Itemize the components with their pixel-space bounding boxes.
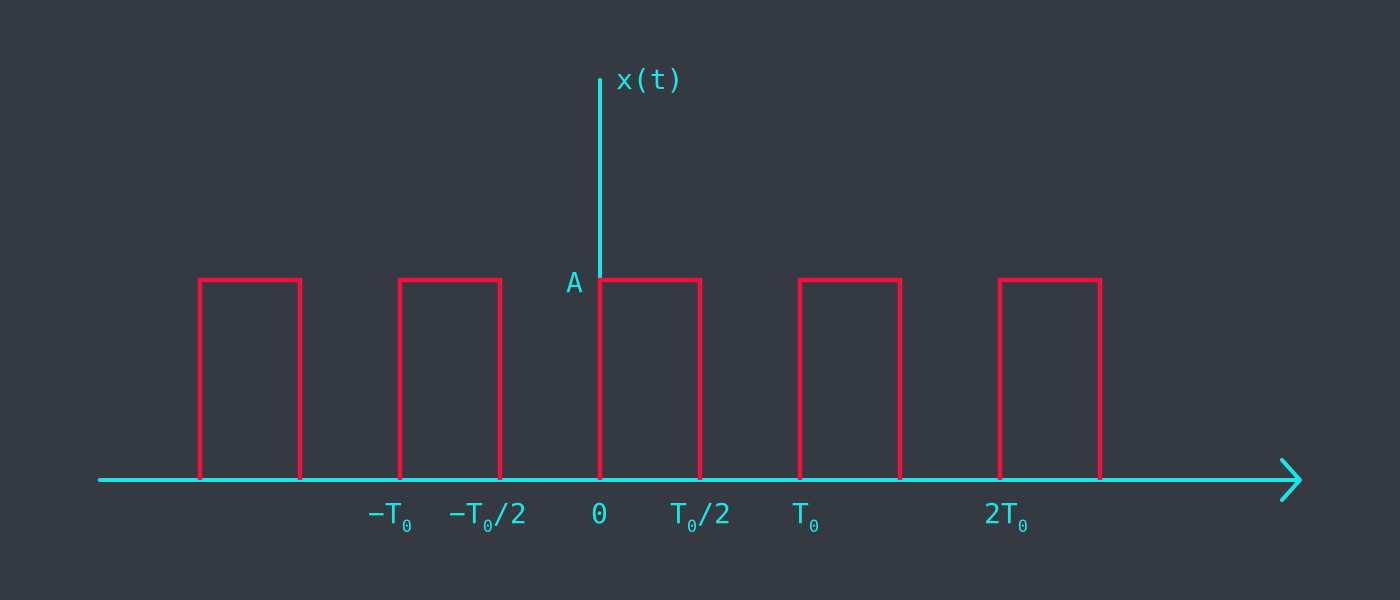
tick-label-3: 0: [591, 497, 608, 530]
tick-label-group: −T0 −T0/2 0 T0/2 T0 2T0: [368, 497, 1028, 537]
pulse-5: [997, 277, 1103, 480]
y-axis-label: x(t): [616, 63, 683, 96]
tick-label-5: T0: [792, 497, 819, 537]
pulse-3: [597, 277, 703, 480]
pulse-1: [197, 277, 303, 480]
tick-label-2: −T0/2: [449, 497, 527, 537]
pulse-2: [397, 277, 503, 480]
tick-label-6: 2T0: [984, 497, 1028, 537]
time-axis-arrowhead: [1280, 458, 1302, 502]
pulse-group: [197, 277, 1103, 480]
amplitude-label: A: [566, 266, 583, 299]
tick-label-1: −T0: [368, 497, 412, 537]
pulse-4: [797, 277, 903, 480]
tick-label-4: T0/2: [670, 497, 731, 537]
